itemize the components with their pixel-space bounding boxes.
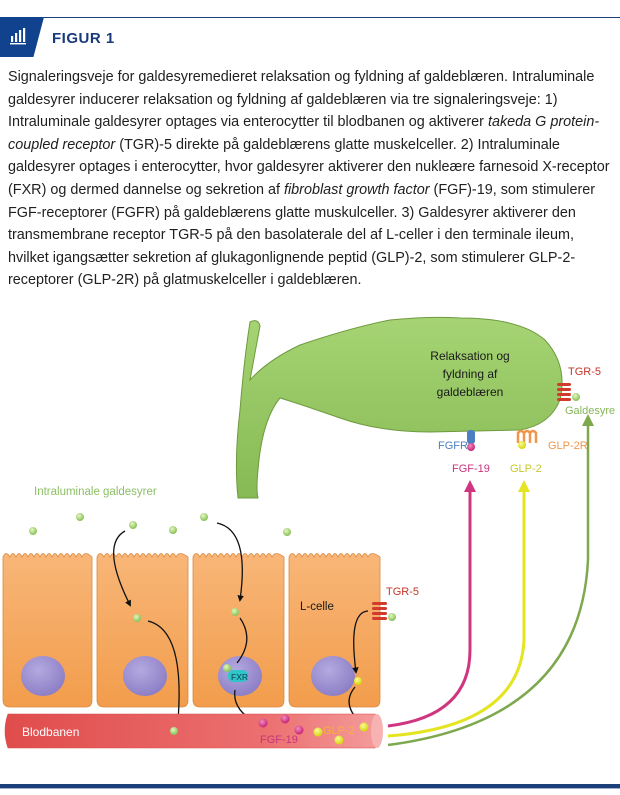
enterocyte-3: [192, 553, 285, 708]
gallbladder-label-line-1: Relaksation og: [430, 349, 509, 363]
bile-acid-blood: [170, 727, 178, 735]
fgf19-arrowhead: [464, 480, 476, 492]
nucleus-4: [311, 656, 355, 696]
glp2-bound: [518, 441, 526, 449]
fgf19-arrow: [387, 490, 472, 728]
bile-acid-arrowhead: [582, 414, 594, 426]
bile-acid-cell-2: [133, 614, 141, 622]
bile-acid-bound-gallbladder: [572, 393, 580, 401]
nuclei: [21, 656, 355, 696]
glp2-arrow: [387, 490, 526, 738]
fgf19-bound: [467, 443, 475, 451]
figure-tab: [0, 17, 44, 57]
caption-text-1: Signaleringsveje for galdesyremedieret r…: [8, 69, 595, 131]
fgf19-label-blood: FGF-19: [260, 734, 298, 746]
l-cell-label: L-celle: [300, 601, 334, 613]
bile-acid-fxr: [223, 664, 231, 672]
gallbladder-label-line-2: fyldning af: [443, 367, 498, 381]
glp2-label-blood: GLP-2: [323, 725, 355, 737]
footer-rule: [0, 784, 620, 788]
bile-acid-arrow: [387, 424, 590, 747]
fxr-receptor: [228, 670, 248, 682]
blodbanen-label: Blodbanen: [22, 725, 79, 739]
bile-acid-cell-3: [231, 608, 239, 616]
tgr5-receptor-gallbladder: [557, 383, 571, 401]
gallbladder-duct: [235, 316, 563, 499]
intraluminal-bile-acids: [29, 513, 291, 536]
fgf19-blood-molecules: [258, 714, 304, 735]
caption-text-2: (TGR)-5 direkte på galdeblærens glatte m…: [8, 136, 610, 198]
galdesyre-label: Galdesyre: [565, 405, 615, 417]
glp2-blood-molecules: [313, 722, 369, 745]
fgf19-label-top: FGF-19: [452, 463, 490, 475]
transport-arrows: [113, 522, 369, 726]
tgr5-label-cell: TGR-5: [386, 586, 419, 598]
fgfr-label: FGFR: [438, 440, 468, 452]
intraluminal-label: Intraluminale galdesyrer: [34, 486, 157, 498]
glp2-arrowhead: [518, 480, 530, 492]
nucleus-1: [21, 656, 65, 696]
glp2r-label: GLP-2R: [548, 440, 588, 452]
gallbladder-label-line-3: galdeblæren: [437, 385, 504, 399]
figure-caption: Signaleringsveje for galdesyremedieret r…: [8, 66, 618, 292]
figure-title: FIGUR 1: [52, 30, 115, 47]
tgr5-label-top: TGR-5: [568, 366, 601, 378]
tgr5-receptor-lcell: [372, 602, 387, 620]
glp2-label-top: GLP-2: [510, 463, 542, 475]
glp2-in-lcell: [354, 677, 362, 685]
footer-rule-thin: [0, 788, 620, 789]
gallbladder-label: Relaksation og fyldning af galdeblæren: [430, 349, 509, 399]
fgfr-receptor: [467, 430, 475, 444]
header-rule: [0, 17, 620, 18]
signaling-diagram: Relaksation og fyldning af galdeblæren T…: [2, 316, 615, 749]
nucleus-2: [123, 656, 167, 696]
caption-text-3: (FGF)-19, som stimulerer FGF-receptorer …: [8, 181, 596, 289]
caption-italic-2: fibroblast growth factor: [283, 181, 430, 198]
caption-italic-1: takeda G protein-coupled receptor: [8, 114, 600, 153]
fxr-label: FXR: [231, 672, 248, 682]
bar-chart-icon: [10, 28, 26, 45]
glp2r-receptor: [516, 429, 538, 443]
bile-acid-tgr5-lcell: [388, 613, 396, 621]
blood-vessel-end: [371, 714, 383, 748]
